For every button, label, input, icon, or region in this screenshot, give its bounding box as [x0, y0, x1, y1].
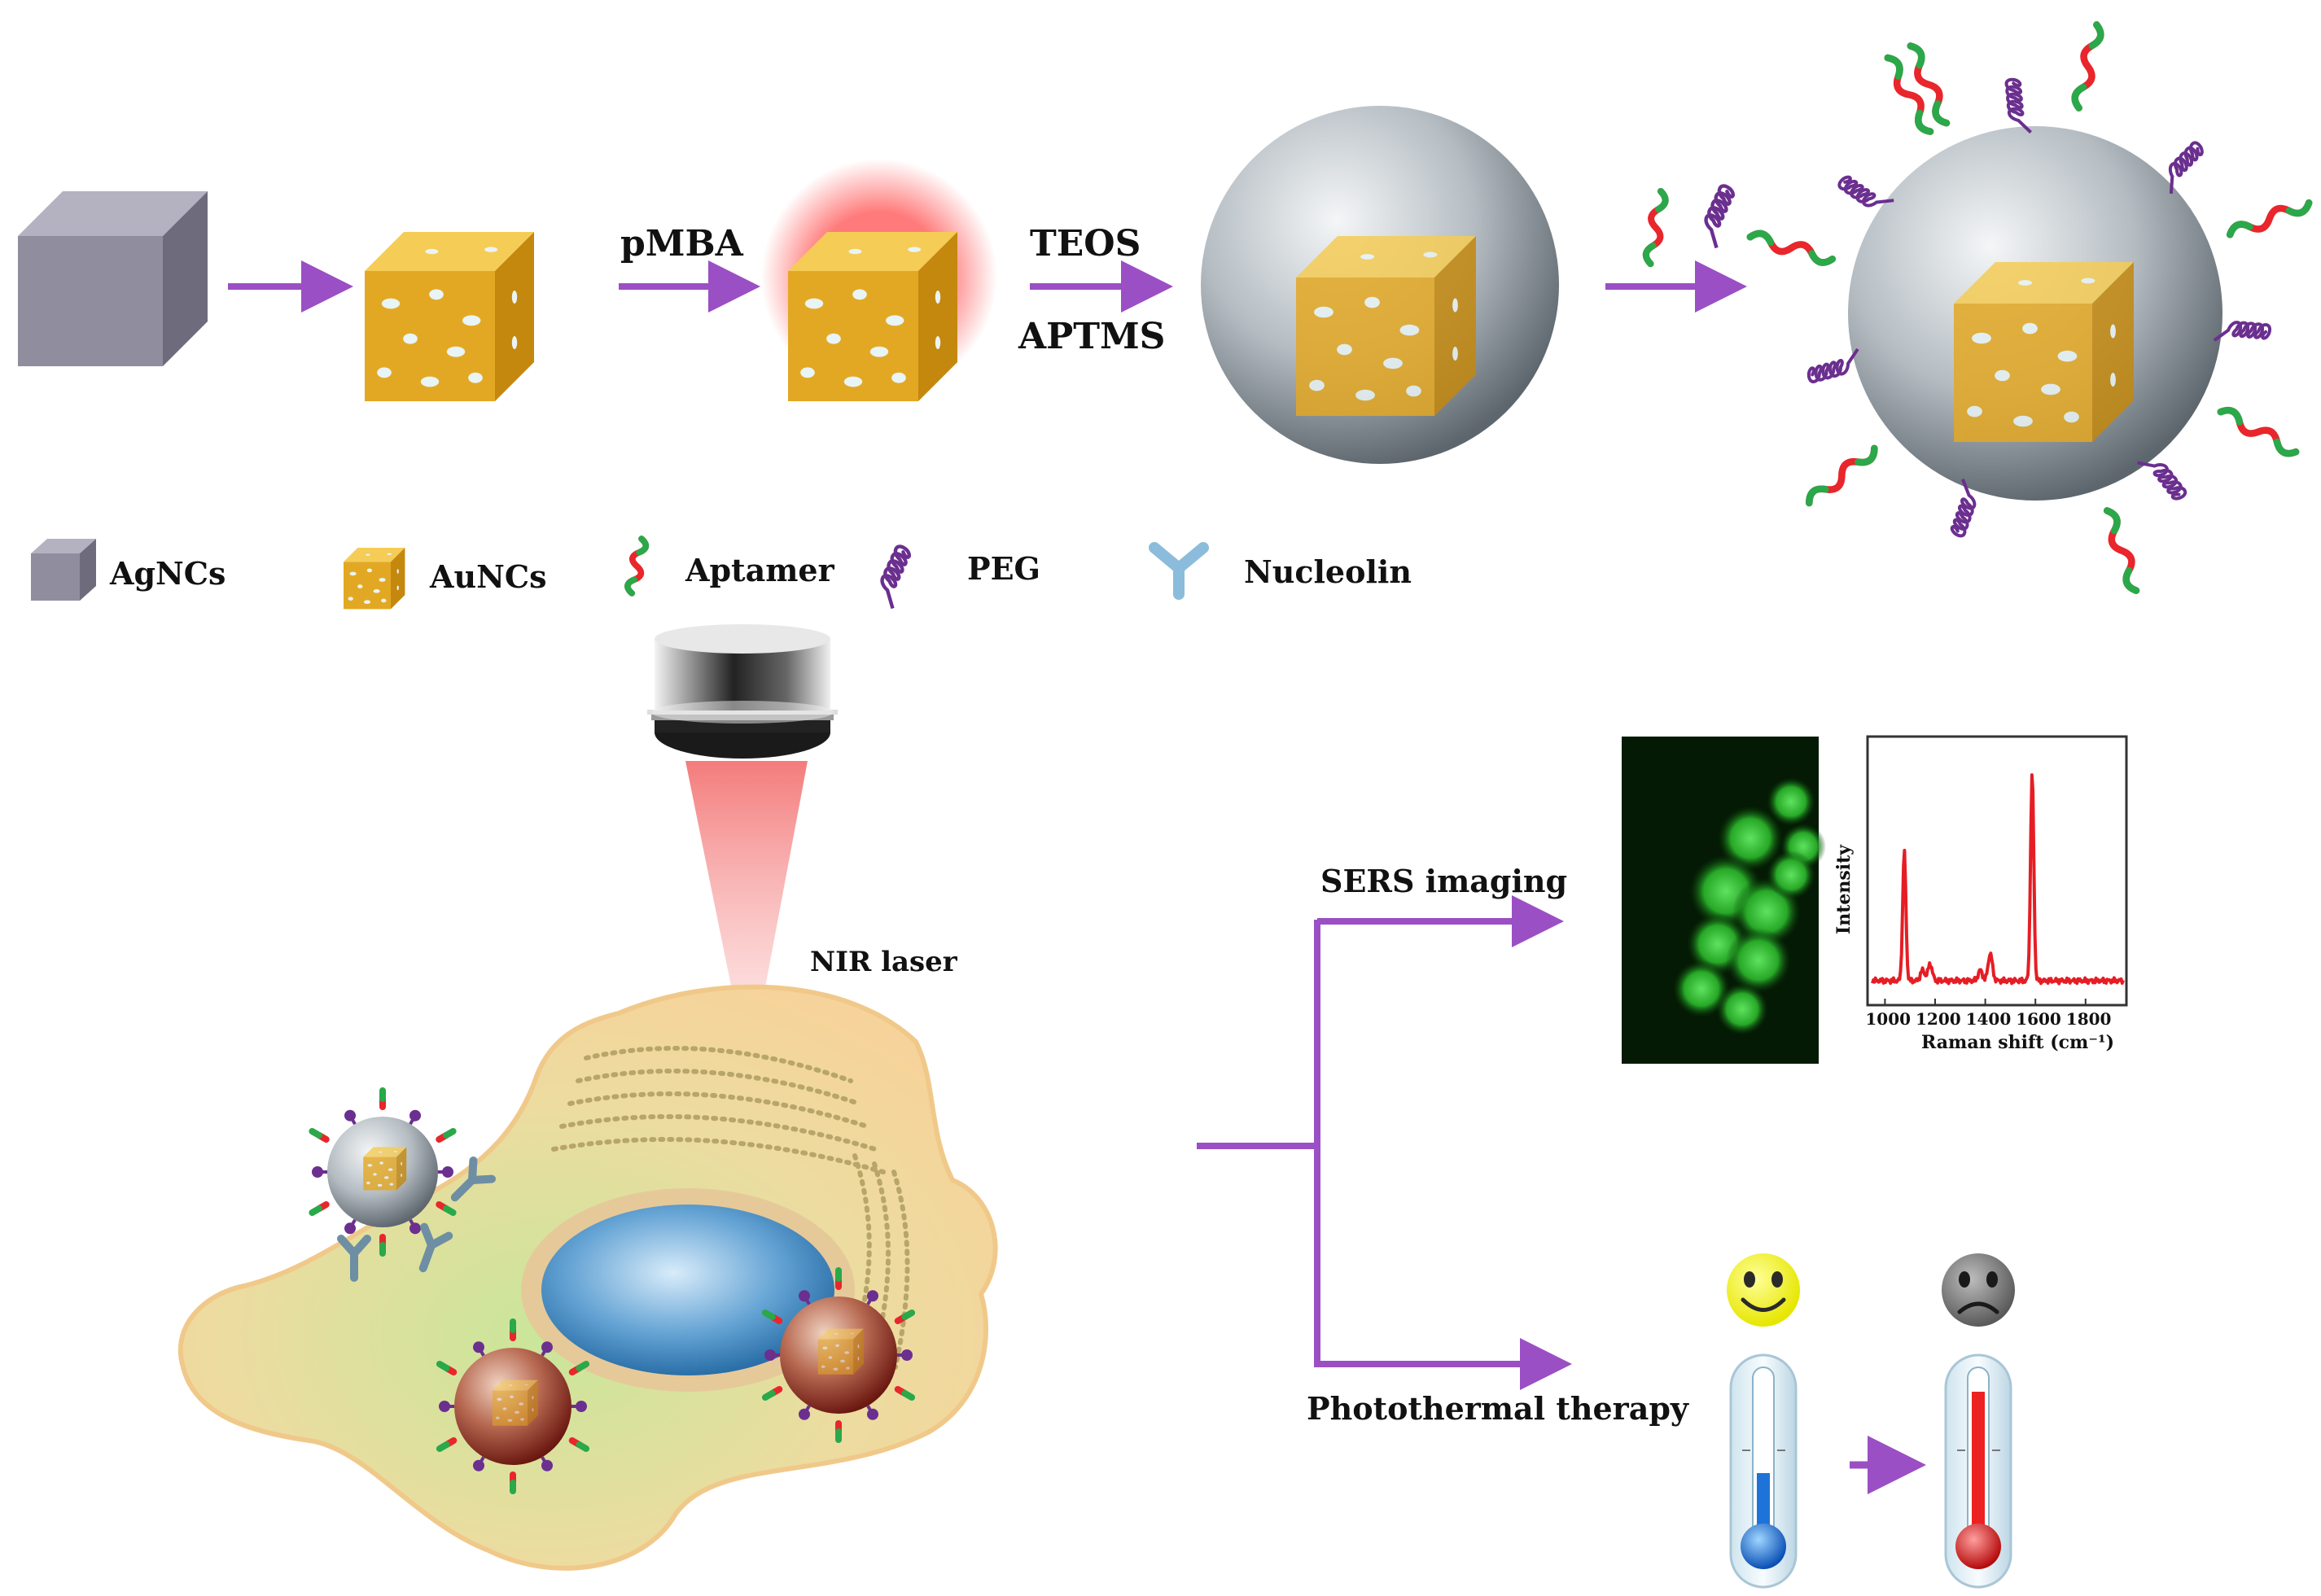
legend-label-auncs: AuNCs	[430, 558, 547, 595]
functionalized-nanoprobe-icon	[1746, 21, 2313, 594]
legend-nucleolin-icon	[1149, 542, 1209, 600]
raman-spectrum-plot	[1866, 735, 2128, 1007]
legend-agncs-icon	[31, 539, 96, 601]
laser-objective-icon	[647, 624, 838, 759]
spectrum-xlabel: Raman shift (cm⁻¹)	[1921, 1032, 2114, 1053]
nucleolin-receptor-icon	[450, 1156, 497, 1202]
cold-thermometer-icon	[1729, 1353, 1798, 1589]
silver-cube-icon	[18, 191, 208, 366]
nanoprobe-inside-cell-2	[761, 1267, 916, 1443]
spectrum-tick-label: 1600	[2016, 1009, 2061, 1029]
label-sers-imaging: SERS imaging	[1320, 863, 1568, 899]
spectrum-tick-label: 1000	[1865, 1009, 1912, 1029]
nucleolin-receptor-icon	[418, 1222, 453, 1273]
nir-laser-beam	[685, 761, 808, 1074]
legend-auncs-icon	[344, 548, 405, 610]
legend-aptamer-icon	[624, 536, 650, 597]
spectrum-tick-label: 1400	[1965, 1009, 2012, 1029]
label-aptms: APTMS	[1018, 316, 1166, 357]
legend-label-agncs: AgNCs	[110, 555, 226, 592]
aptamer-peg-reagent-icon	[1642, 184, 1735, 268]
label-photothermal-therapy: Photothermal therapy	[1307, 1390, 1688, 1427]
branch-arrows	[1197, 895, 1572, 1390]
sers-image	[1622, 737, 1826, 1064]
legend-peg-icon	[880, 544, 911, 610]
label-teos: TEOS	[1030, 223, 1141, 265]
gold-nanocage-icon	[365, 232, 534, 401]
hot-thermometer-icon	[1944, 1353, 2012, 1589]
glowing-nanocage-icon	[761, 159, 997, 401]
spectrum-ylabel: Intensity	[1833, 844, 1855, 935]
nanoprobe-bound-top-left	[309, 1087, 457, 1257]
spectrum-line	[1871, 773, 2125, 986]
happy-face-icon	[1727, 1253, 1800, 1327]
label-pmba: pMBA	[620, 223, 743, 265]
label-nir-laser: NIR laser	[810, 946, 957, 978]
nucleolin-receptor-icon	[337, 1235, 371, 1282]
sad-face-icon	[1942, 1253, 2015, 1327]
legend-label-nucleolin: Nucleolin	[1244, 553, 1412, 590]
spectrum-tick-label: 1800	[2065, 1009, 2112, 1029]
silica-coated-nanoparticle-icon	[1201, 106, 1559, 464]
spectrum-tick-label: 1200	[1916, 1009, 1961, 1029]
nanoprobe-inside-cell-1	[436, 1318, 590, 1494]
legend-label-peg: PEG	[967, 550, 1040, 587]
legend-label-aptamer: Aptamer	[685, 552, 834, 588]
nucleus	[541, 1205, 834, 1375]
